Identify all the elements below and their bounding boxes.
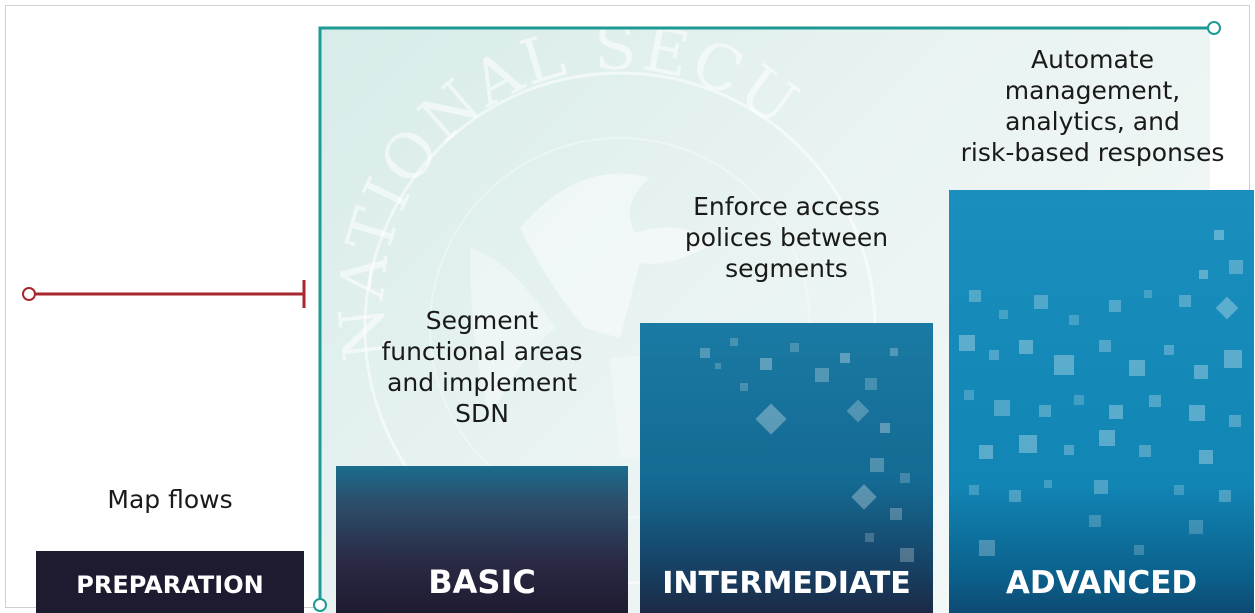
stage-name-advanced: ADVANCED bbox=[1005, 565, 1198, 601]
teal-connector-line bbox=[318, 26, 1208, 605]
advanced-description: Automate management, analytics, and risk… bbox=[960, 45, 1225, 167]
pixel-pattern-icon bbox=[700, 338, 914, 562]
red-line-start-icon bbox=[22, 287, 36, 301]
stage-bar-intermediate: INTERMEDIATE bbox=[640, 323, 933, 613]
stage-name-preparation: PREPARATION bbox=[76, 571, 264, 599]
intermediate-description: Enforce access polices between segments bbox=[684, 192, 889, 283]
teal-line-end-icon bbox=[1207, 21, 1221, 35]
stage-name-basic: BASIC bbox=[428, 563, 536, 601]
teal-line-start-icon bbox=[313, 598, 327, 612]
stage-bar-preparation: PREPARATION bbox=[36, 551, 304, 613]
stage-bar-basic: BASIC bbox=[336, 466, 628, 613]
stage-bar-advanced: ADVANCED bbox=[949, 190, 1254, 613]
basic-description: Segment functional areas and implement S… bbox=[381, 306, 583, 428]
preparation-description: Map flows bbox=[107, 485, 233, 514]
stage-name-intermediate: INTERMEDIATE bbox=[662, 566, 911, 601]
pixel-pattern-icon bbox=[959, 230, 1243, 556]
